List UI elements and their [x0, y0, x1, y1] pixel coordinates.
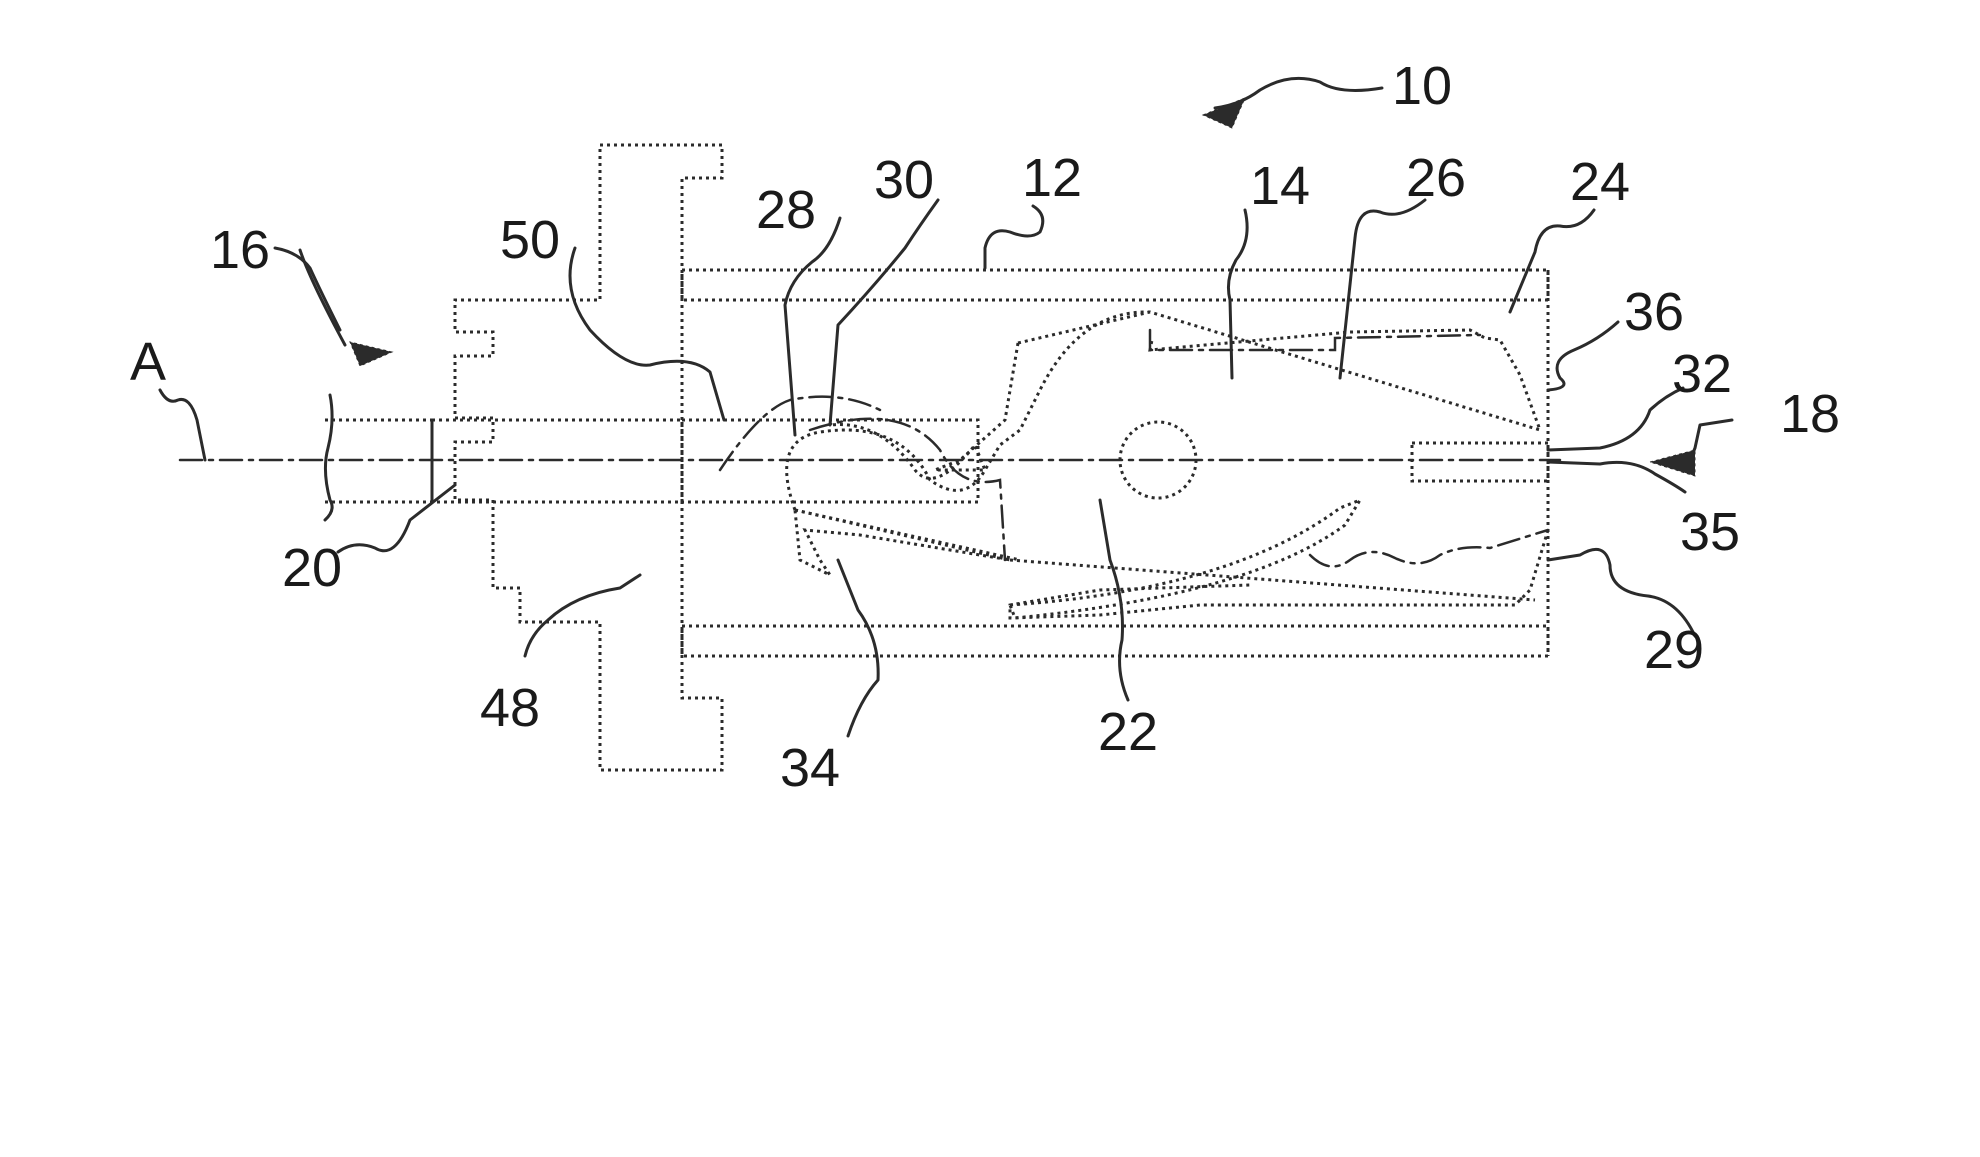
cam-dashed — [810, 419, 1005, 560]
lower-blade-wave — [1310, 530, 1548, 566]
label-24: 24 — [1570, 152, 1630, 212]
label-34: 34 — [780, 738, 840, 798]
label-48: 48 — [480, 678, 540, 738]
label-a: A — [130, 332, 166, 392]
arrow-18 — [1650, 450, 1695, 476]
housing-upper-wall — [682, 270, 1548, 300]
label-22: 22 — [1098, 702, 1158, 762]
leader-lines — [160, 78, 1732, 736]
lower-blade-contour — [1010, 530, 1548, 618]
label-28: 28 — [756, 180, 816, 240]
cam-28-30 — [787, 425, 985, 510]
label-10: 10 — [1392, 56, 1452, 116]
upper-blade — [1018, 312, 1540, 430]
label-50: 50 — [500, 210, 560, 270]
label-14: 14 — [1250, 156, 1310, 216]
upper-blade-outline — [935, 312, 1150, 470]
blade-diagonal-2 — [795, 510, 1020, 560]
arrow-10 — [1203, 98, 1245, 128]
label-26: 26 — [1406, 148, 1466, 208]
label-18: 18 — [1780, 384, 1840, 444]
outlet-slot — [1412, 443, 1548, 481]
label-36: 36 — [1624, 282, 1684, 342]
label-35: 35 — [1680, 502, 1740, 562]
label-32: 32 — [1672, 344, 1732, 404]
label-30: 30 — [874, 150, 934, 210]
lever-34 — [795, 510, 1010, 575]
label-29: 29 — [1644, 620, 1704, 680]
blade-diagonal — [1010, 560, 1535, 600]
label-16: 16 — [210, 220, 270, 280]
label-20: 20 — [282, 538, 342, 598]
arrow-16 — [350, 342, 392, 366]
curved-blade — [1010, 500, 1360, 618]
label-12: 12 — [1022, 148, 1082, 208]
housing-lower-wall — [682, 626, 1548, 656]
